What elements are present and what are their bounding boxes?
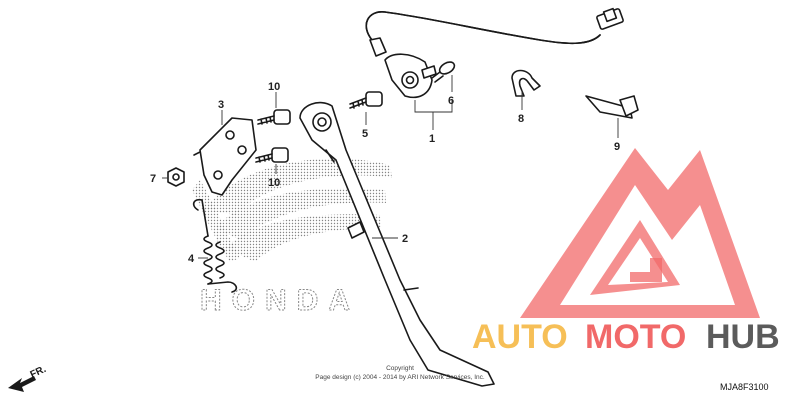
copyright-line-2: Page design (c) 2004 - 2014 by ARI Netwo… [315,374,485,381]
bolt-10-upper [257,109,291,125]
callout-2: 2 [402,233,408,245]
callout-5: 5 [362,128,368,140]
automotohub-watermark-logo [520,148,760,318]
callout-6: 6 [448,95,454,107]
direction-label: FR. [29,364,48,381]
callout-8: 8 [518,113,524,125]
spring-4 [192,198,238,293]
cable-band-9 [585,95,639,119]
automotohub-wordmark: AUTO MOTO HUB [472,318,780,356]
leader-lines [162,75,619,259]
callout-7: 7 [150,173,156,185]
clamp-8 [511,69,541,97]
brand-text-moto: MOTO [585,318,686,356]
screw-6 [431,61,456,83]
nut-7 [167,167,185,187]
callout-4: 4 [188,253,195,265]
copyright-line-1: Copyright [386,365,414,372]
callout-1: 1 [429,133,435,145]
front-direction-arrow: FR. [8,364,48,392]
brand-text-hub: HUB [706,318,780,356]
callout-10-lower: 10 [268,177,280,189]
bolt-10-lower [255,147,289,163]
callout-10-upper: 10 [268,81,280,93]
bracket-plate-3 [193,117,257,196]
side-stand-2 [299,101,495,387]
side-stand-switch [365,7,624,99]
callout-3: 3 [218,99,224,111]
callout-labels: 1 2 3 4 5 6 7 8 9 10 10 [150,81,620,265]
honda-logo-text: HONDA [200,284,360,317]
bolt-5 [349,91,383,109]
copyright-block: Copyright Page design (c) 2004 - 2014 by… [315,365,485,381]
brand-text-auto: AUTO [472,318,568,356]
callout-9: 9 [614,141,620,153]
diagram-code: MJA8F3100 [720,382,769,392]
honda-wing-logo: HONDA [192,158,392,318]
